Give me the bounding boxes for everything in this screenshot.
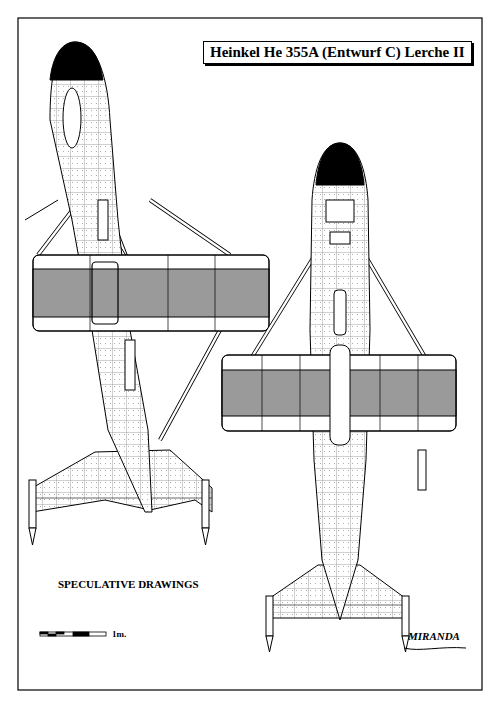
top-view — [25, 42, 269, 545]
signature-flourish — [404, 648, 466, 650]
scale-label: 1m. — [112, 629, 126, 639]
page-frame — [18, 18, 482, 690]
title-box: Heinkel He 355A (Entwurf C) Lerche II — [203, 41, 472, 64]
bottom-view — [222, 143, 456, 652]
signature: MIRANDA — [408, 630, 460, 642]
scale-bar — [40, 632, 106, 636]
note-text: SPECULATIVE DRAWINGS — [58, 578, 199, 590]
